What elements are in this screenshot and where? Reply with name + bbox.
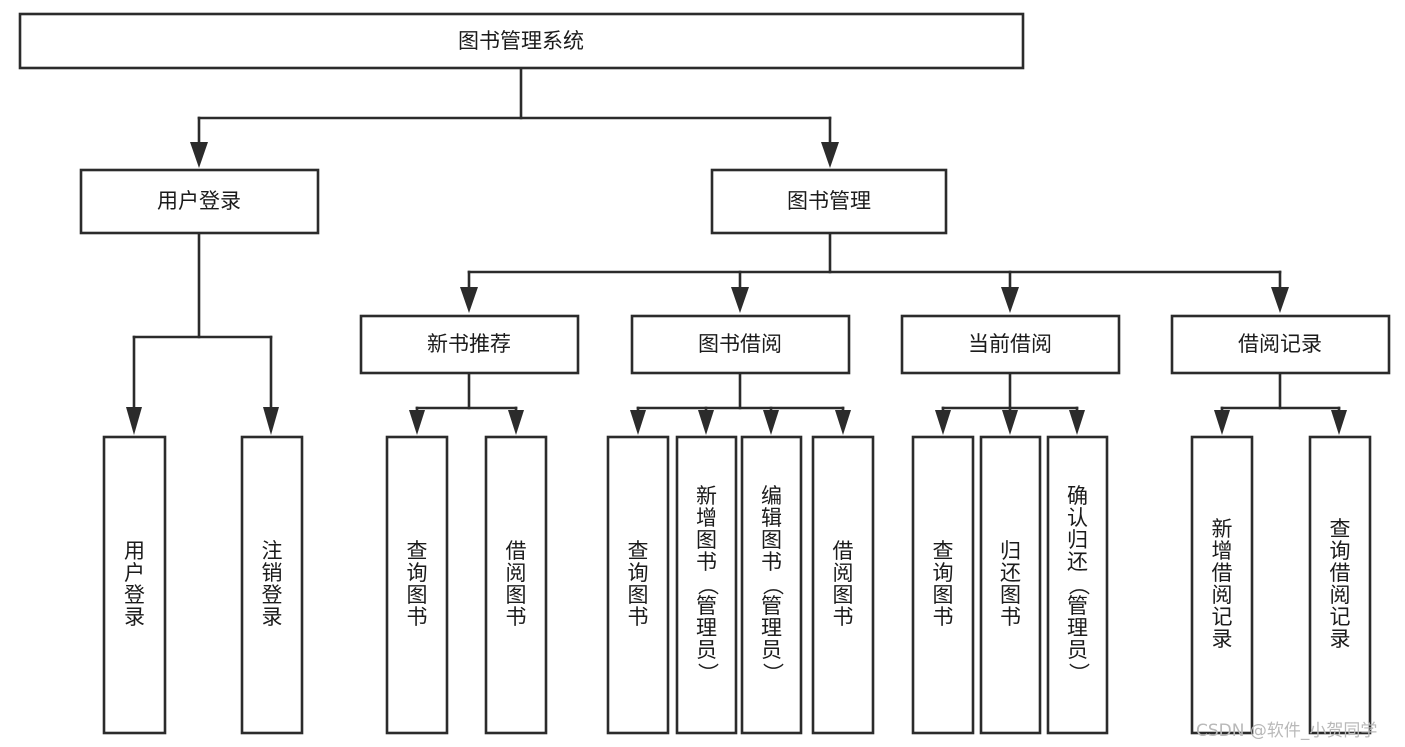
leaf-bookborrow-query-rect[interactable] — [606, 435, 670, 735]
leaf-currentborrow-query-rect[interactable] — [911, 435, 975, 735]
node-root-system-label: 图书管理系统 — [458, 29, 584, 53]
leaf-newbook-query-rect[interactable] — [385, 435, 449, 735]
node-new-book-recommend-rect[interactable] — [359, 314, 580, 375]
arrow-head-bookborrow-leaf-2 — [698, 410, 714, 435]
leaf-user-login-rect[interactable] — [102, 435, 167, 735]
arrow-head-bookborrow-leaf-4 — [835, 410, 851, 435]
leaf-newbook-borrow-rect[interactable] — [484, 435, 548, 735]
leaf-bookborrow-edit-rect[interactable] — [740, 435, 803, 735]
node-root-system-rect[interactable] — [18, 12, 1025, 70]
node-root-system[interactable]: 图书管理系统 — [18, 12, 1025, 70]
node-borrow-record[interactable]: 借阅记录 — [1170, 314, 1391, 375]
node-user-login-rect[interactable] — [79, 168, 320, 235]
node-book-borrow-label: 图书借阅 — [698, 332, 782, 356]
node-current-borrow[interactable]: 当前借阅 — [900, 314, 1121, 375]
arrow-head-currentborrow-leaf-3 — [1069, 410, 1085, 435]
leaf-bookborrow-add-rect[interactable] — [675, 435, 738, 735]
arrow-head-borrowrecord-leaf-1 — [1214, 410, 1230, 435]
node-book-borrow-rect[interactable] — [630, 314, 851, 375]
arrow-head-book-manage — [821, 142, 839, 168]
node-new-book-recommend[interactable]: 新书推荐 — [359, 314, 580, 375]
csdn-watermark: CSDN @软件_小贺同学 — [1196, 721, 1378, 741]
arrow-head-new-book — [460, 287, 478, 313]
arrow-head-current-borrow — [1001, 287, 1019, 313]
node-layer: 图书管理系统 用户登录 图书管理 新书推荐 图书借阅 当前 — [18, 12, 1391, 735]
arrow-head-currentborrow-leaf-1 — [935, 410, 951, 435]
leaf-currentborrow-return-rect[interactable] — [979, 435, 1042, 735]
node-user-login[interactable]: 用户登录 — [79, 168, 320, 235]
connector-layer — [126, 66, 1347, 435]
node-new-book-recommend-label: 新书推荐 — [427, 332, 511, 356]
arrow-head-borrow-record — [1271, 287, 1289, 313]
arrow-head-borrowrecord-leaf-2 — [1331, 410, 1347, 435]
arrow-head-newbook-leaf-1 — [409, 410, 425, 435]
leaf-currentborrow-confirm-rect[interactable] — [1046, 435, 1109, 735]
node-borrow-record-label: 借阅记录 — [1238, 332, 1322, 356]
arrow-head-newbook-leaf-2 — [508, 410, 524, 435]
leaf-user-logout-rect[interactable] — [240, 435, 304, 735]
arrow-head-leaf-user-login — [126, 407, 142, 435]
node-user-login-label: 用户登录 — [157, 189, 241, 213]
leaf-borrowrecord-add-rect[interactable] — [1190, 435, 1254, 735]
node-book-manage-rect[interactable] — [710, 168, 948, 235]
leaf-bookborrow-lend-rect[interactable] — [811, 435, 875, 735]
node-book-manage[interactable]: 图书管理 — [710, 168, 948, 235]
arrow-head-user-login — [190, 142, 208, 168]
node-book-borrow[interactable]: 图书借阅 — [630, 314, 851, 375]
node-book-manage-label: 图书管理 — [787, 189, 871, 213]
node-borrow-record-rect[interactable] — [1170, 314, 1391, 375]
node-current-borrow-rect[interactable] — [900, 314, 1121, 375]
arrow-head-bookborrow-leaf-1 — [630, 410, 646, 435]
leaf-borrowrecord-query-rect[interactable] — [1308, 435, 1372, 735]
node-current-borrow-label: 当前借阅 — [968, 332, 1052, 356]
arrow-head-bookborrow-leaf-3 — [763, 410, 779, 435]
arrow-head-book-borrow — [731, 287, 749, 313]
arrow-head-leaf-user-logout — [263, 407, 279, 435]
arrow-head-currentborrow-leaf-2 — [1002, 410, 1018, 435]
